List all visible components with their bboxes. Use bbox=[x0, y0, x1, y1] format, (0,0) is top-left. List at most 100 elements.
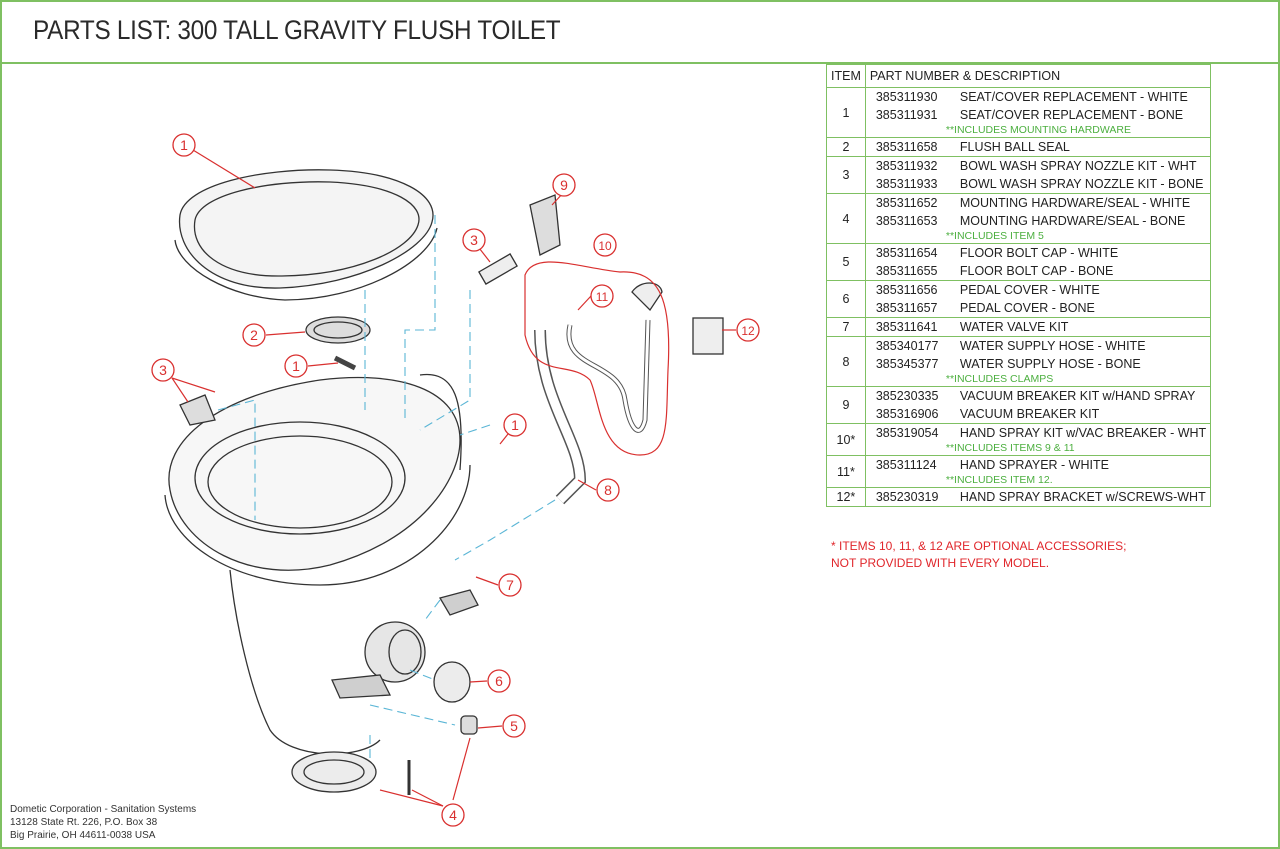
floor-bolt-cap-drawing bbox=[460, 715, 478, 735]
header-description: PART NUMBER & DESCRIPTION bbox=[864, 64, 1212, 88]
item-number: 8 bbox=[826, 336, 866, 387]
address-line-1: Dometic Corporation - Sanitation Systems bbox=[10, 804, 197, 815]
address-line-2: 13128 State Rt. 226, P.O. Box 38 bbox=[10, 817, 158, 828]
part-line: 385311931 SEAT/COVER REPLACEMENT - BONE bbox=[870, 106, 1206, 124]
part-number: 385311658 bbox=[875, 140, 938, 154]
part-line: 385311641 WATER VALVE KIT bbox=[870, 318, 1206, 336]
item-number: 10* bbox=[826, 423, 866, 456]
svg-text:12: 12 bbox=[741, 324, 755, 338]
item-number: 9 bbox=[826, 386, 866, 424]
part-description-cell: 385311658 FLUSH BALL SEAL bbox=[864, 137, 1212, 157]
svg-text:1: 1 bbox=[180, 137, 188, 153]
callout-5: 5 bbox=[502, 714, 526, 738]
callout-2: 2 bbox=[242, 323, 266, 347]
svg-text:3: 3 bbox=[470, 232, 478, 248]
svg-text:4: 4 bbox=[449, 807, 457, 823]
item-number: 12* bbox=[826, 487, 866, 507]
part-description: HAND SPRAY KIT w/VAC BREAKER - WHT bbox=[959, 426, 1207, 440]
part-line: 385230335 VACUUM BREAKER KIT w/HAND SPRAY bbox=[870, 387, 1206, 405]
title-bar: PARTS LIST: 300 TALL GRAVITY FLUSH TOILE… bbox=[0, 0, 1280, 64]
item-number: 7 bbox=[826, 317, 866, 337]
part-description: HAND SPRAYER - WHITE bbox=[959, 458, 1109, 472]
floor-seal-drawing bbox=[291, 751, 377, 793]
part-description: WATER VALVE KIT bbox=[959, 320, 1069, 334]
part-number: 385340177 bbox=[875, 339, 939, 353]
part-description: WATER SUPPLY HOSE - BONE bbox=[959, 357, 1141, 371]
water-valve-drawing bbox=[439, 589, 479, 616]
part-description: SEAT/COVER REPLACEMENT - BONE bbox=[959, 108, 1184, 122]
part-line: 385340177 WATER SUPPLY HOSE - WHITE bbox=[870, 337, 1206, 355]
part-number: 385311933 bbox=[875, 177, 938, 191]
item-number: 3 bbox=[826, 156, 866, 194]
part-note: **INCLUDES ITEM 12. bbox=[945, 474, 1053, 486]
callout-9: 9 bbox=[552, 173, 576, 197]
page-title: PARTS LIST: 300 TALL GRAVITY FLUSH TOILE… bbox=[33, 15, 561, 45]
part-description: MOUNTING HARDWARE/SEAL - WHITE bbox=[959, 196, 1191, 210]
svg-text:3: 3 bbox=[159, 362, 167, 378]
part-description: PEDAL COVER - WHITE bbox=[959, 283, 1100, 297]
callout-11: 11 bbox=[590, 284, 614, 308]
part-description-cell: 385230335 VACUUM BREAKER KIT w/HAND SPRAY… bbox=[864, 386, 1212, 424]
part-description: FLUSH BALL SEAL bbox=[959, 140, 1070, 154]
table-row: 2 385311658 FLUSH BALL SEAL bbox=[826, 137, 1212, 157]
table-row: 7 385311641 WATER VALVE KIT bbox=[826, 317, 1212, 337]
part-description: HAND SPRAY BRACKET w/SCREWS-WHT bbox=[959, 490, 1206, 504]
flush-ball-seal-drawing bbox=[305, 316, 371, 344]
svg-text:9: 9 bbox=[560, 177, 568, 193]
part-number: 385311931 bbox=[875, 108, 938, 122]
item-number: 2 bbox=[826, 137, 866, 157]
part-number: 385230335 bbox=[875, 389, 939, 403]
svg-text:5: 5 bbox=[510, 718, 518, 734]
part-description: BOWL WASH SPRAY NOZZLE KIT - WHT bbox=[959, 159, 1197, 173]
part-description: WATER SUPPLY HOSE - WHITE bbox=[959, 339, 1146, 353]
exploded-diagram: 1 2 1 3 1 3 9 10 11 12 8 7 6 5 4 bbox=[151, 133, 760, 827]
part-note: **INCLUDES CLAMPS bbox=[945, 373, 1054, 385]
footnote-line-1: * ITEMS 10, 11, & 12 ARE OPTIONAL ACCESS… bbox=[831, 539, 1127, 553]
part-note: **INCLUDES ITEM 5 bbox=[945, 230, 1044, 242]
part-number: 385345377 bbox=[875, 357, 939, 371]
svg-text:11: 11 bbox=[596, 290, 609, 304]
callout-group: 1 2 1 3 1 3 9 10 11 12 8 7 6 5 4 bbox=[151, 133, 760, 827]
part-description: FLOOR BOLT CAP - BONE bbox=[959, 264, 1114, 278]
part-number: 385311653 bbox=[875, 214, 938, 228]
item-number: 11* bbox=[826, 455, 866, 488]
callout-1b: 1 bbox=[284, 354, 308, 378]
part-description-cell: 385311654 FLOOR BOLT CAP - WHITE 385311655… bbox=[864, 243, 1212, 281]
callout-3b: 3 bbox=[462, 228, 486, 252]
part-number: 385316906 bbox=[875, 407, 939, 421]
svg-text:10: 10 bbox=[598, 239, 612, 253]
part-number: 385311654 bbox=[875, 246, 938, 260]
part-line: 385311654 FLOOR BOLT CAP - WHITE bbox=[870, 244, 1206, 262]
part-description: VACUUM BREAKER KIT w/HAND SPRAY bbox=[959, 389, 1196, 403]
svg-text:1: 1 bbox=[511, 417, 519, 433]
callout-4: 4 bbox=[441, 803, 465, 827]
part-description-cell: 385340177 WATER SUPPLY HOSE - WHITE 385345… bbox=[864, 336, 1212, 387]
part-line: 385311658 FLUSH BALL SEAL bbox=[870, 138, 1206, 156]
footnote-line-2: NOT PROVIDED WITH EVERY MODEL. bbox=[831, 556, 1050, 570]
part-number: 385311930 bbox=[875, 90, 938, 104]
svg-text:6: 6 bbox=[495, 673, 503, 689]
item-number: 6 bbox=[826, 280, 866, 318]
part-number: 385311641 bbox=[875, 320, 938, 334]
part-description: FLOOR BOLT CAP - WHITE bbox=[959, 246, 1119, 260]
vacuum-breaker-drawing bbox=[529, 194, 561, 256]
callout-1c: 1 bbox=[503, 413, 527, 437]
callout-10: 10 bbox=[593, 233, 617, 257]
table-row: 9 385230335 VACUUM BREAKER KIT w/HAND SPRA… bbox=[826, 386, 1212, 424]
